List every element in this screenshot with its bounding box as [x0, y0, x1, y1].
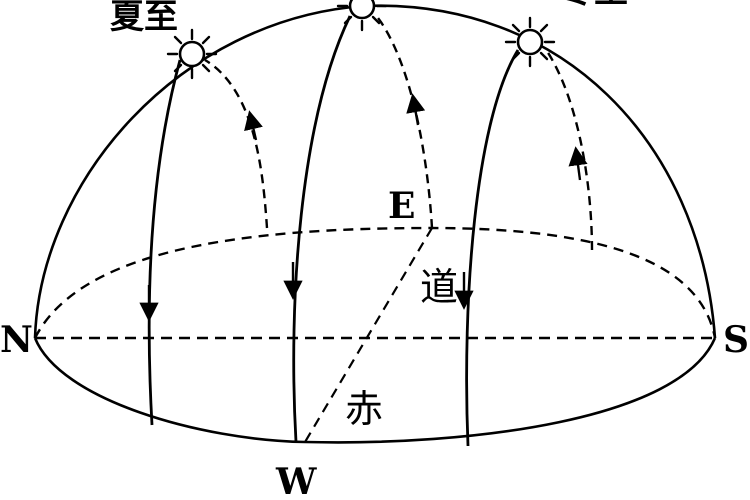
horizon-front: [33, 337, 717, 444]
equator-label-1: 赤: [345, 387, 383, 431]
summer-solstice-label: 夏至: [110, 0, 178, 37]
equinox-rise-arrow: [406, 93, 426, 126]
winter-path-front: [465, 49, 520, 447]
equinox-path-front: [292, 15, 352, 443]
winter-rise-arrow: [568, 146, 588, 181]
celestial-dome: [33, 4, 717, 339]
horizon-back: [33, 226, 717, 339]
equinox-path-back: [374, 13, 434, 229]
summer-path-front: [147, 59, 182, 426]
sun-icon: [504, 16, 556, 68]
winter-path-back: [544, 47, 594, 251]
west-label: W: [275, 461, 317, 500]
summer-path-back: [204, 58, 269, 229]
east-label: E: [388, 185, 415, 227]
sun-icon: [166, 28, 218, 80]
equator-label-2: 道: [420, 265, 458, 309]
north-label: N: [0, 319, 33, 361]
south-label: S: [723, 319, 749, 361]
winter-solstice-label: 冬至: [560, 0, 628, 11]
summer-rise-arrow: [244, 110, 263, 141]
sun-icon: [336, 0, 388, 32]
east-west-line: [304, 227, 433, 443]
